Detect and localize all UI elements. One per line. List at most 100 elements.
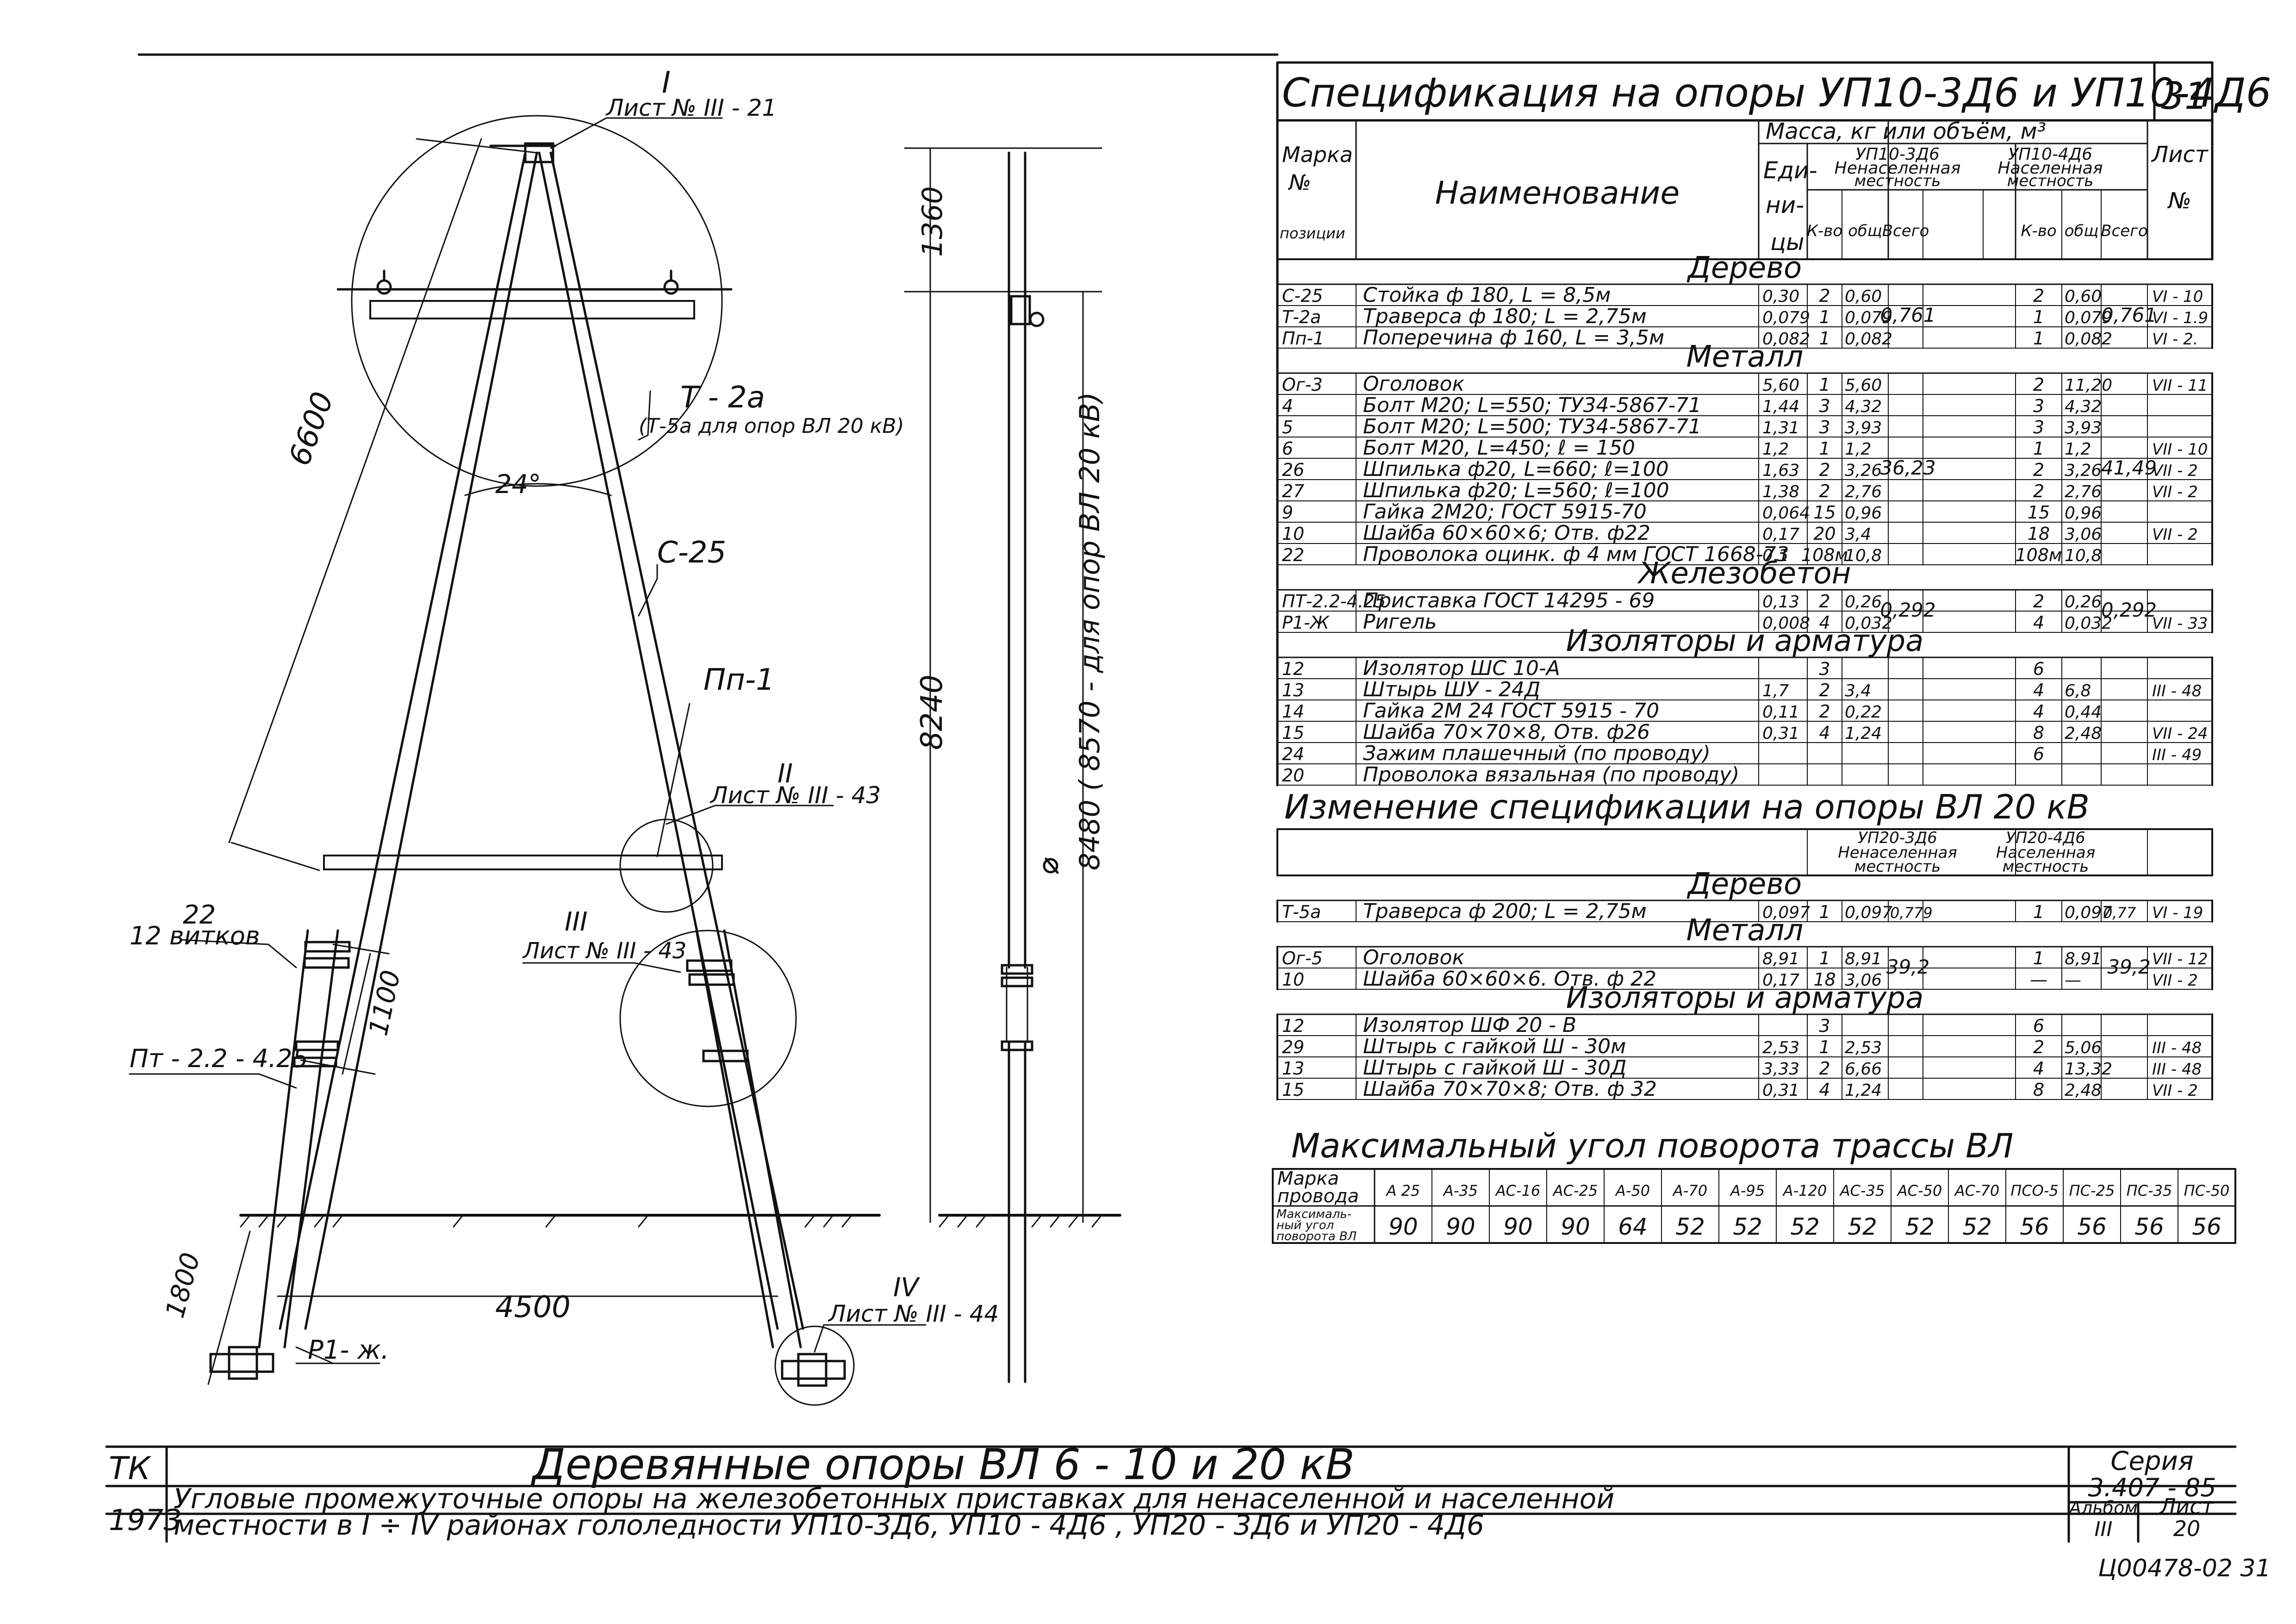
spec-row-qty-a: 3 [1819, 396, 1830, 416]
angle-row2-label: ный угол [1276, 1218, 1334, 1232]
spec-header-col: К-во [2021, 222, 2056, 240]
spec-row-unit: 1,44 [1762, 397, 1799, 416]
spec-row-total-a: 10,8 [1845, 546, 1882, 565]
spec-row-sheet: VII - 11 [2152, 376, 2208, 395]
dim-6600: 6600 [282, 387, 340, 470]
spec-row-qty-b: 4 [2033, 701, 2044, 722]
spec-row-qty-b: 1 [2033, 307, 2044, 327]
spec-row-mark: Ог-3 [1282, 375, 1323, 395]
spec-row-total-b: 4,32 [2065, 397, 2102, 416]
spec-section-total-b: 0,292 [2101, 599, 2157, 621]
section-III-ref: Лист № III - 43 [522, 938, 686, 964]
change-row-total-b: 2,48 [2065, 1081, 2102, 1100]
spec-row-name: Поперечина ф 160, L = 3,5м [1363, 326, 1664, 350]
spec-row-total-b: 0,032 [2065, 614, 2112, 633]
spec-section-title: Железобетон [1637, 556, 1851, 591]
angle-value: 64 [1618, 1213, 1648, 1240]
change-section-title: Дерево [1686, 867, 1802, 901]
change-row-mark: 12 [1282, 1016, 1304, 1036]
spec-header-unit: цы [1770, 229, 1804, 256]
spec-row-name: Болт М20, L=450; ℓ = 150 [1363, 436, 1635, 460]
change-row-qty-b: 6 [2033, 1016, 2044, 1036]
spec-row-sheet: VI - 10 [2152, 287, 2203, 306]
change-row-sheet: VII - 2 [2152, 1081, 2198, 1100]
spec-header-col: Всего [2101, 222, 2148, 240]
section-I-number: I [662, 66, 671, 100]
spec-row-qty-a: 4 [1819, 723, 1830, 743]
dim-8240: 8240 [915, 675, 949, 750]
spec-row-mark: 14 [1282, 701, 1304, 722]
spec-header-mark: позиции [1280, 225, 1345, 242]
change-section-total-a: 39,2 [1886, 956, 1930, 978]
section-IV-ref: Лист № III - 44 [828, 1300, 999, 1327]
change-row-sheet: VI - 19 [2152, 904, 2203, 922]
spec-row-total-a: 3,4 [1845, 681, 1871, 700]
spec-row-qty-a: 2 [1819, 460, 1830, 480]
spec-row-total-b: 11,20 [2065, 376, 2112, 395]
sheet-frame [105, 53, 2237, 1543]
change-row-name: Штырь с гайкой Ш - 30Д [1363, 1056, 1626, 1080]
change-row-total-a: 1,24 [1845, 1081, 1882, 1100]
title-block-sheet: 20 [2173, 1516, 2201, 1541]
spec-header-group-b: Населенная [1997, 159, 2103, 178]
spec-row-mark: Р1-Ж [1282, 612, 1330, 633]
spec-row-mark: 12 [1282, 659, 1304, 679]
spec-row-total-b: 6,8 [2065, 681, 2091, 700]
change-row-sheet: III - 48 [2152, 1039, 2202, 1057]
angle-value: 56 [2020, 1213, 2049, 1240]
spec-header-col: К-во [1807, 222, 1842, 240]
label-prystavka: Пт - 2.2 - 4.25 [130, 1044, 308, 1073]
spec-header-group-a: Ненаселенная [1835, 159, 1961, 178]
angle-wire-mark: ПС-25 [2069, 1182, 2115, 1199]
spec-header-group-a: УП10-3Д6 [1855, 145, 1940, 164]
spec-section-total-b: 41,49 [2101, 456, 2157, 479]
spec-row-name: Траверса ф 180; L = 2,75м [1363, 305, 1647, 328]
spec-row-unit: 1,7 [1762, 681, 1789, 700]
change-row-unit: 0,31 [1762, 1081, 1799, 1100]
angle-wire-mark: АС-70 [1954, 1182, 2000, 1199]
angle-wire-mark: ПСО-5 [2010, 1182, 2059, 1199]
change-row-qty-a: 3 [1819, 1016, 1830, 1036]
change-row-qty-a: 2 [1819, 1058, 1830, 1079]
spec-row-total-a: 0,082 [1845, 330, 1892, 349]
angle-value: 52 [1962, 1213, 1992, 1240]
spec-row-qty-a: 20 [1813, 524, 1836, 544]
change-row-qty-b: 2 [2033, 1037, 2044, 1057]
spec-header-group-b: местность [2007, 172, 2094, 190]
angle-wire-mark: А-95 [1730, 1182, 1765, 1199]
angle-wire-mark: А-50 [1615, 1182, 1650, 1199]
pole-elevation [129, 115, 927, 1406]
change-row-unit: 3,33 [1762, 1060, 1799, 1079]
spec-row-name: Ригель [1363, 610, 1437, 634]
spec-section-title: Дерево [1686, 251, 1802, 285]
angle-value: 90 [1503, 1213, 1533, 1240]
change-row-qty-b: 4 [2033, 1058, 2044, 1079]
spec-sheet-number: 31 [2161, 75, 2208, 118]
spec-row-total-a: 0,22 [1845, 703, 1882, 722]
spec-header-mark: Марка [1282, 142, 1353, 167]
spec-header-unit: ни- [1766, 192, 1804, 219]
spec-section-total-a: 36,23 [1880, 456, 1935, 479]
spec-row-total-b: 0,082 [2065, 330, 2112, 349]
title-block-desc: Угловые промежуточные опоры на железобет… [174, 1483, 1614, 1515]
label-t2a: Т - 2а [680, 381, 765, 415]
spec-row-total-a: 3,4 [1845, 525, 1871, 544]
angle-value: 52 [1905, 1213, 1935, 1240]
spec-row-mark: 13 [1282, 680, 1304, 700]
spec-header-sheet: Лист [2151, 142, 2209, 168]
spec-row-name: Болт М20; L=500; ТУ34-5867-71 [1363, 415, 1701, 438]
spec-row-unit: 0,064 [1762, 504, 1810, 523]
spec-row-total-a: 3,93 [1845, 418, 1882, 437]
spec-row-unit: 1,38 [1762, 482, 1799, 501]
spec-row-unit: 0,082 [1762, 330, 1810, 349]
spec-row-qty-a: 2 [1819, 701, 1830, 722]
title-block-sheet-label: Лист [2159, 1494, 2215, 1519]
dim-8480: 8480 ( 8570 - для опор ВЛ 20 кВ) [1074, 392, 1106, 870]
angle-value: 52 [1733, 1213, 1762, 1240]
spec-row-total-a: 0,60 [1845, 287, 1882, 306]
spec-row-qty-b: 2 [2033, 460, 2044, 480]
spec-row-unit: 0,11 [1762, 703, 1799, 722]
spec-header-unit: Еди- [1763, 157, 1817, 184]
spec-row-total-b: 0,079 [2065, 308, 2112, 327]
spec-row-name: Проволока вязальная (по проводу) [1363, 763, 1739, 787]
